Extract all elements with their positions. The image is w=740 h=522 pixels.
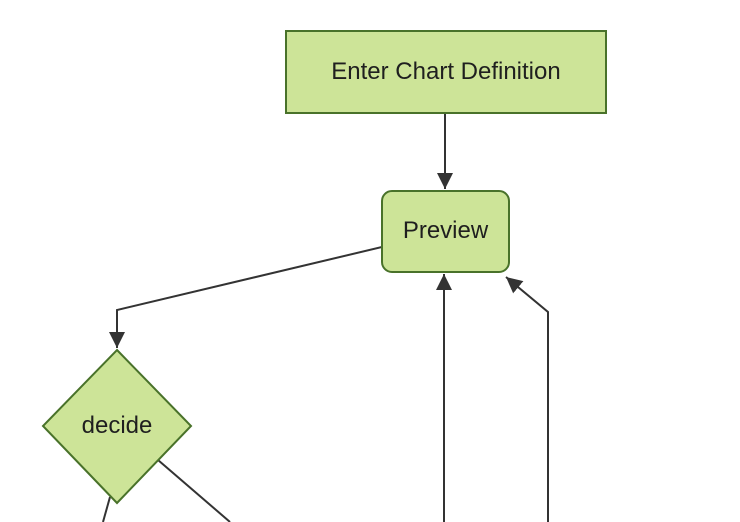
edge-bottom-right-to-preview — [505, 276, 549, 522]
node-preview-shape — [381, 190, 510, 273]
edge-preview-to-decide — [109, 246, 383, 348]
node-enter-chart-definition-shape — [285, 30, 607, 114]
edge-decide-to-bottom-right — [157, 459, 231, 522]
edge-decide-to-bottom-left — [102, 496, 111, 522]
flowchart-edges — [102, 113, 549, 522]
flowchart-nodes — [41, 30, 607, 505]
node-decide-shape — [41, 348, 193, 505]
